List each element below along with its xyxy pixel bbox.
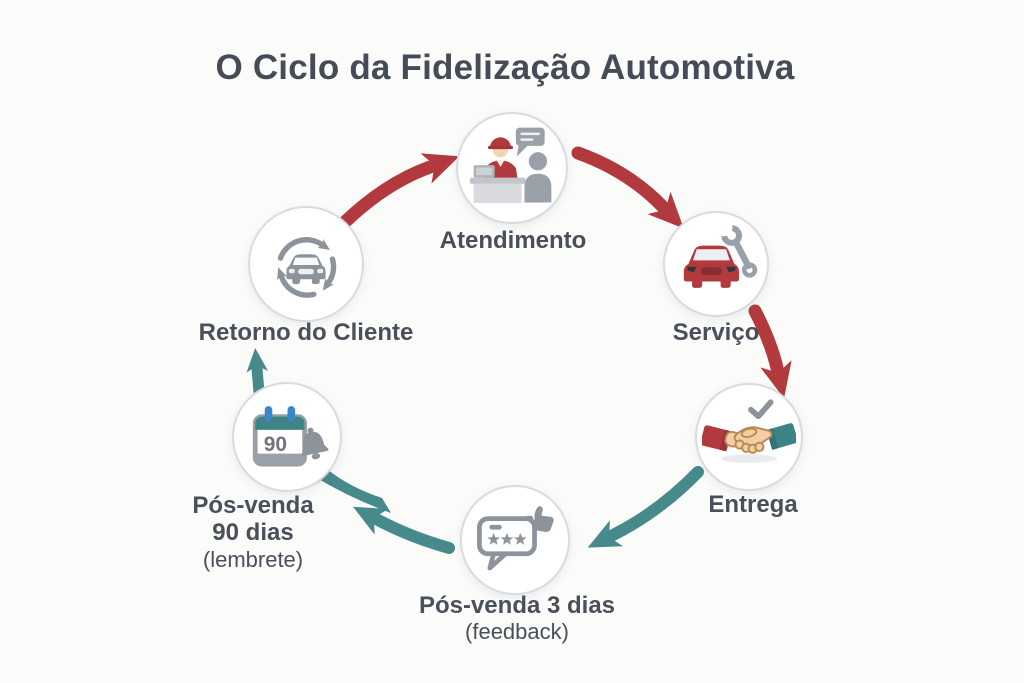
label-servico: Serviço bbox=[672, 319, 760, 346]
arrow-pos3-to-pos90-swoosh bbox=[315, 469, 391, 513]
node-servico bbox=[663, 211, 769, 317]
label-pos-venda-3-dias-sub: (feedback) bbox=[465, 619, 569, 645]
label-retorno-do-cliente: Retorno do Cliente bbox=[198, 319, 414, 346]
label-pos-venda-90-dias-line2: 90 dias bbox=[212, 519, 294, 547]
arrow-pos3-to-pos90 bbox=[352, 506, 455, 554]
arrow-retorno-to-atendimento bbox=[339, 153, 460, 228]
calendar-day-number: 90 bbox=[263, 432, 286, 455]
handshake-check-icon bbox=[702, 399, 796, 463]
label-atendimento: Atendimento bbox=[439, 227, 587, 254]
node-pos-venda-3-dias bbox=[460, 485, 570, 595]
node-retorno-do-cliente bbox=[248, 206, 364, 322]
label-pos-venda-90-dias-line1: Pós-venda bbox=[192, 492, 314, 519]
label-pos-venda-3-dias: Pós-venda 3 dias (feedback) bbox=[387, 592, 647, 644]
arrow-atendimento-to-servico bbox=[571, 146, 684, 229]
node-pos-venda-90-dias: 90 bbox=[232, 382, 342, 492]
label-pos-venda-3-dias-main: Pós-venda 3 dias bbox=[418, 592, 616, 619]
calendar-bell-icon: 90 bbox=[252, 405, 329, 466]
car-cycle-arrows-icon bbox=[277, 237, 337, 298]
review-bubble-thumbs-up-icon bbox=[476, 505, 554, 570]
node-entrega bbox=[695, 383, 803, 491]
arrow-pos90-to-retorno bbox=[246, 347, 269, 398]
car-wrench-icon bbox=[683, 225, 758, 288]
page-title: O Ciclo da Fidelização Automotiva bbox=[215, 48, 795, 87]
label-pos-venda-90-dias: Pós-venda 90 dias (lembrete) bbox=[153, 492, 353, 572]
service-advisor-desk-icon bbox=[469, 127, 552, 204]
label-entrega: Entrega bbox=[708, 491, 798, 518]
arrow-entrega-to-pos3 bbox=[587, 466, 704, 548]
arrow-servico-to-entrega bbox=[748, 304, 792, 399]
label-pos-venda-90-dias-sub: (lembrete) bbox=[202, 546, 304, 572]
node-atendimento bbox=[456, 112, 568, 224]
